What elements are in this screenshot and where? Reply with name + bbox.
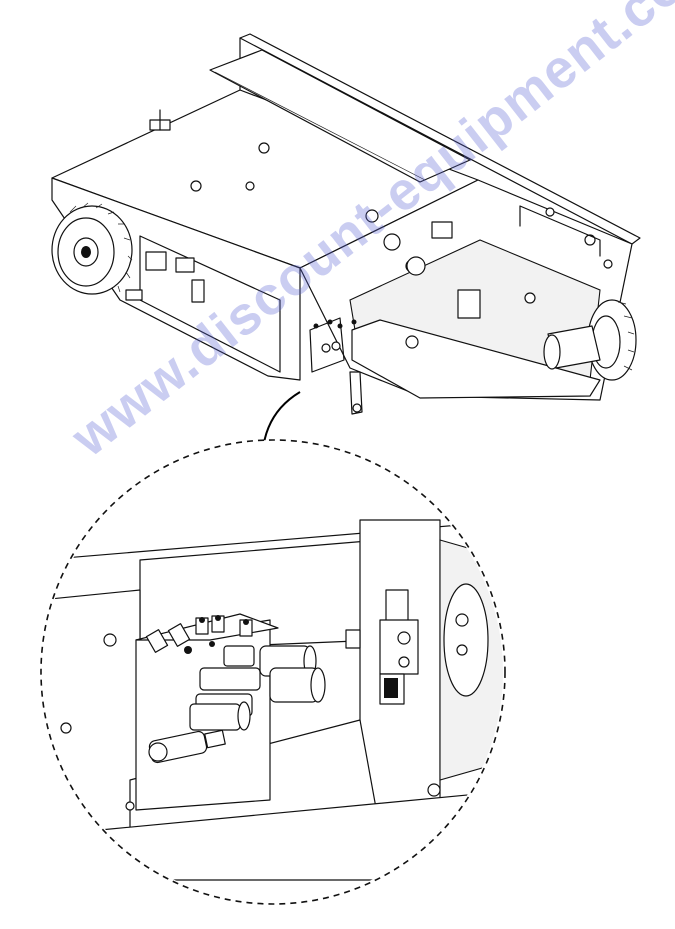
pressure-valve bbox=[345, 589, 419, 705]
hanging-bracket bbox=[349, 371, 363, 415]
manifold-fittings bbox=[145, 615, 253, 654]
hose-fitting bbox=[148, 729, 226, 764]
deck-center-panel bbox=[209, 49, 471, 183]
hydraulic-manifold bbox=[135, 613, 326, 811]
rear-rail bbox=[239, 33, 641, 245]
frame-components bbox=[125, 109, 613, 373]
drive-motor bbox=[543, 325, 601, 370]
left-frame-plate bbox=[43, 589, 141, 841]
chassis-assembly bbox=[51, 33, 641, 415]
detail-view bbox=[40, 439, 506, 905]
valve-cartridges bbox=[189, 645, 326, 731]
left-wheel bbox=[51, 202, 133, 295]
left-bay bbox=[139, 235, 281, 373]
